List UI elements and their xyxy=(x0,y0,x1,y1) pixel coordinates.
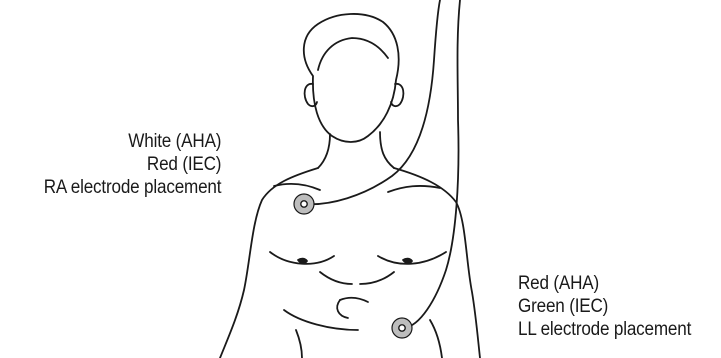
lower-right-curve xyxy=(430,320,442,358)
neck-right xyxy=(380,132,394,168)
hair-line xyxy=(318,38,388,70)
abdomen-line-right xyxy=(360,272,394,284)
ra-electrode xyxy=(294,194,314,214)
ll-lead-wire xyxy=(404,0,460,328)
neck-left xyxy=(318,134,330,168)
ra-lead-wire xyxy=(304,0,440,204)
head-outline xyxy=(304,14,399,142)
lower-left-curve xyxy=(296,330,302,358)
ll-aha-color: Red (AHA) xyxy=(518,272,691,295)
ra-aha-color: White (AHA) xyxy=(43,130,221,153)
navel-line xyxy=(337,300,348,318)
ll-iec-color: Green (IEC) xyxy=(518,295,691,318)
abdomen-line-left xyxy=(320,272,352,284)
lower-abdomen xyxy=(284,310,358,330)
ll-placement-text: LL electrode placement xyxy=(518,318,691,341)
ra-electrode-label: White (AHA) Red (IEC) RA electrode place… xyxy=(43,130,221,199)
left-nipple xyxy=(298,259,307,264)
ll-electrode xyxy=(392,318,412,338)
lower-rib-line xyxy=(340,298,368,302)
ra-iec-color: Red (IEC) xyxy=(43,153,221,176)
ll-electrode-label: Red (AHA) Green (IEC) LL electrode place… xyxy=(518,272,691,341)
right-collarbone xyxy=(388,186,440,192)
left-collarbone xyxy=(274,184,320,190)
ra-placement-text: RA electrode placement xyxy=(43,176,221,199)
right-nipple xyxy=(403,259,412,264)
